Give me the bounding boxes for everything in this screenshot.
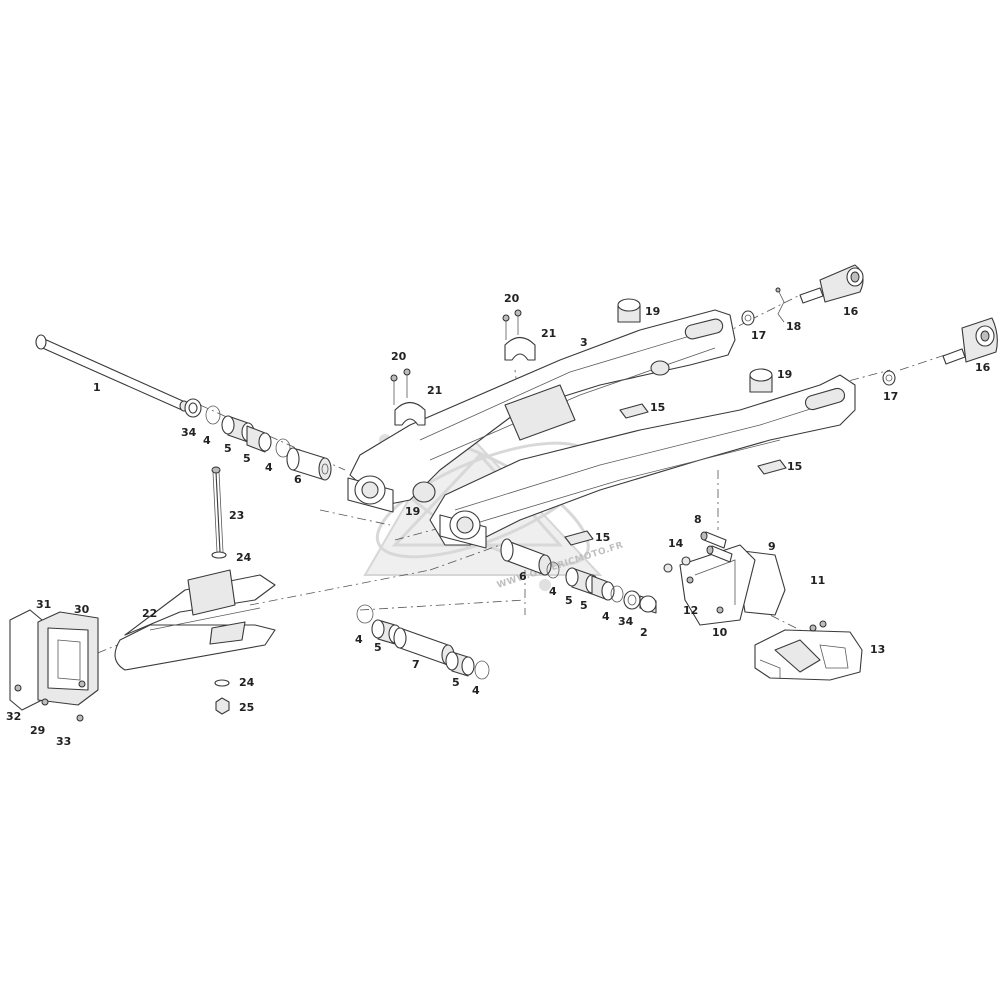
callout-1: 1 [93, 381, 101, 394]
callout-24-a: 24 [236, 551, 252, 564]
swingarm-body [347, 309, 856, 549]
pivot-bearing-stack-right [500, 538, 657, 614]
callout-34-a: 34 [181, 426, 197, 439]
linkage-bearing-stack [356, 604, 490, 680]
callout-19-b: 19 [777, 368, 792, 381]
callout-2: 2 [640, 626, 648, 639]
adjuster-nut-lower [882, 370, 896, 386]
bracket-nut-small [663, 556, 691, 573]
chain-guide [754, 620, 863, 681]
callout-19-c: 19 [405, 505, 420, 518]
callout-32: 32 [6, 710, 21, 723]
callout-labels: 1 2 3 4 4 4 4 4 4 5 5 5 5 5 5 6 6 7 8 9 … [6, 292, 991, 748]
callout-4-d: 4 [602, 610, 610, 623]
brake-hose-clamp-upper [502, 309, 536, 361]
callout-13: 13 [870, 643, 885, 656]
callout-5-e: 5 [374, 641, 382, 654]
callout-4-f: 4 [472, 684, 480, 697]
bracket-bolts [700, 531, 733, 563]
slider-bolt [211, 466, 224, 553]
callout-20-b: 20 [391, 350, 407, 363]
callout-15-a: 15 [650, 401, 665, 414]
adjuster-clip [775, 287, 785, 323]
callout-34-b: 34 [618, 615, 634, 628]
callout-5-c: 5 [565, 594, 573, 607]
callout-16-a: 16 [843, 305, 859, 318]
callout-5-d: 5 [580, 599, 588, 612]
callout-6-b: 6 [519, 570, 527, 583]
frame-plug-middle [749, 368, 773, 393]
callout-4-c: 4 [549, 585, 557, 598]
frame-plug-lower [412, 481, 436, 503]
chain-adjuster-upper [799, 264, 864, 304]
pivot-bearing-stack-left [184, 398, 332, 481]
callout-4-b: 4 [265, 461, 273, 474]
callout-33: 33 [56, 735, 71, 748]
chain-pad-upper [619, 403, 649, 419]
callout-19-a: 19 [645, 305, 660, 318]
callout-14: 14 [668, 537, 684, 550]
callout-7: 7 [412, 658, 420, 671]
slider-washer-lower [214, 679, 230, 687]
chain-pad-right [757, 459, 787, 475]
callout-6-a: 6 [294, 473, 302, 486]
callout-23: 23 [229, 509, 244, 522]
callout-31: 31 [36, 598, 51, 611]
callout-12: 12 [683, 604, 698, 617]
slider-nut [215, 697, 230, 715]
swingarm-pivot-axle [35, 334, 189, 412]
callout-8: 8 [694, 513, 702, 526]
callout-16-b: 16 [975, 361, 991, 374]
callout-17-b: 17 [883, 390, 898, 403]
callout-15-c: 15 [595, 531, 610, 544]
slider-washer-upper [211, 551, 227, 559]
chain-slider [114, 569, 276, 671]
callout-5-b: 5 [243, 452, 251, 465]
chain-guide-assembly [9, 609, 99, 722]
callout-15-b: 15 [787, 460, 802, 473]
callout-22: 22 [142, 607, 157, 620]
callout-20-a: 20 [504, 292, 520, 305]
chain-pad-lower [564, 530, 594, 546]
callout-24-b: 24 [239, 676, 255, 689]
callout-30: 30 [74, 603, 90, 616]
callout-5-a: 5 [224, 442, 232, 455]
callout-4-a: 4 [203, 434, 211, 447]
chain-guide-bracket [679, 544, 786, 626]
callout-21-b: 21 [427, 384, 442, 397]
callout-25: 25 [239, 701, 254, 714]
adjuster-nut-upper [741, 310, 755, 326]
callout-4-e: 4 [355, 633, 363, 646]
callout-17-a: 17 [751, 329, 766, 342]
callout-29: 29 [30, 724, 45, 737]
callout-10: 10 [712, 626, 728, 639]
frame-plug-upper [617, 298, 641, 323]
brake-hose-clamp-lower [390, 368, 426, 426]
chain-adjuster-lower [942, 317, 998, 365]
callout-11: 11 [810, 574, 825, 587]
callout-21-a: 21 [541, 327, 556, 340]
callout-9: 9 [768, 540, 776, 553]
callout-3: 3 [580, 336, 588, 349]
callout-5-f: 5 [452, 676, 460, 689]
callout-18: 18 [786, 320, 801, 333]
